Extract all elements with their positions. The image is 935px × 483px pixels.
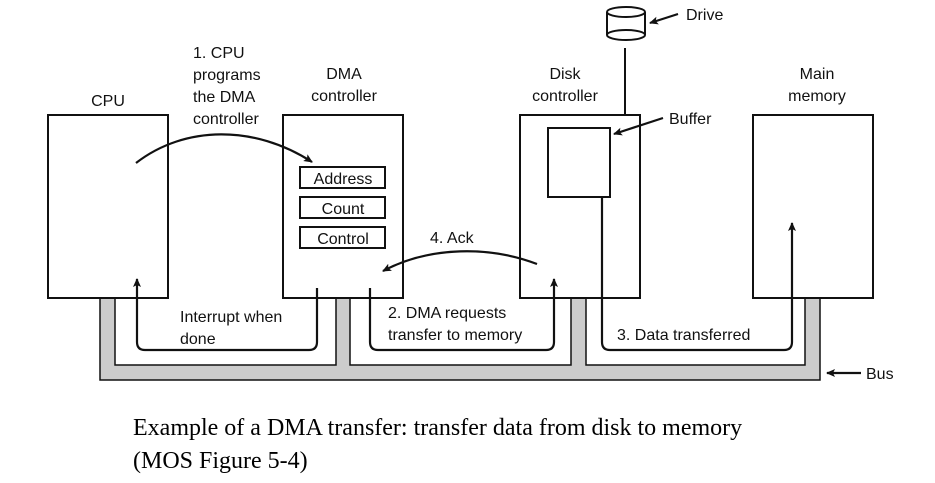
drive-pointer-arrow <box>649 12 679 25</box>
step1-arrow <box>135 133 313 164</box>
caption-line1: Example of a DMA transfer: transfer data… <box>133 415 742 441</box>
register-count-label: Count <box>322 201 365 218</box>
step1-label-line3: the DMA <box>193 89 256 106</box>
caption-line2: (MOS Figure 5-4) <box>133 448 308 474</box>
disk-controller-label-line2: controller <box>532 88 598 105</box>
step3-arrow <box>600 197 796 352</box>
step2-label-line1: 2. DMA requests <box>388 305 506 322</box>
interrupt-label-line1: Interrupt when <box>180 309 282 326</box>
cpu-box <box>47 114 169 299</box>
step1-label-line4: controller <box>193 111 259 128</box>
interrupt-arrow <box>133 278 319 352</box>
step1-label-line2: programs <box>193 67 261 84</box>
step4-label: 4. Ack <box>430 230 475 247</box>
register-control <box>299 226 386 249</box>
step2-label-line2: transfer to memory <box>388 327 522 344</box>
buffer-label: Buffer <box>669 111 712 128</box>
register-address <box>299 166 386 189</box>
register-address-label: Address <box>314 171 373 188</box>
register-control-label: Control <box>317 231 369 248</box>
dma-controller-label-line1: DMA <box>326 66 362 83</box>
disk-controller-label-line1: Disk <box>549 66 581 83</box>
drive-label: Drive <box>686 7 723 24</box>
interrupt-label-line2: done <box>180 331 216 348</box>
register-count <box>299 196 386 219</box>
step4-arrow <box>382 250 538 272</box>
step1-label-line1: 1. CPU <box>193 45 245 62</box>
main-memory-box <box>752 114 874 299</box>
drive-icon <box>606 6 646 41</box>
step2-arrow <box>368 278 558 352</box>
step3-label: 3. Data transferred <box>617 327 750 344</box>
main-memory-label-line1: Main <box>800 66 835 83</box>
dma-controller-label-line2: controller <box>311 88 377 105</box>
main-memory-label-line2: memory <box>788 88 846 105</box>
buffer-box <box>547 127 611 198</box>
cpu-label: CPU <box>91 93 125 110</box>
buffer-pointer-arrow <box>613 116 664 136</box>
bus-label: Bus <box>866 366 894 383</box>
